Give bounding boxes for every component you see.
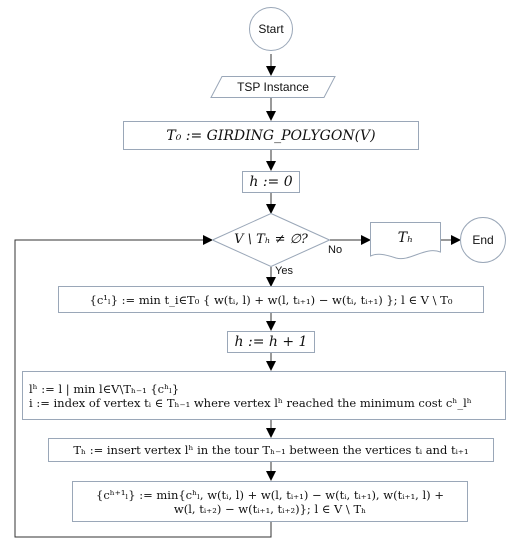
- select-line-2: i := index of vertex tᵢ ∈ Tₕ₋₁ where ver…: [29, 395, 472, 410]
- init-costs-label: {c¹ₗ} := min t_i∈T₀ { w(tᵢ, l) + w(l, tᵢ…: [89, 292, 453, 307]
- edge-label-yes: Yes: [275, 265, 293, 277]
- output-th-label: Tₕ: [397, 230, 414, 246]
- init-costs-node: {c¹ₗ} := min t_i∈T₀ { w(tᵢ, l) + w(l, tᵢ…: [58, 286, 484, 313]
- t0-init-node: T₀ := GIRDING_POLYGON(V): [123, 121, 419, 150]
- tsp-instance-label: TSP Instance: [237, 80, 309, 94]
- end-node: End: [460, 217, 506, 263]
- update-costs-node: {cʰ⁺¹ₗ} := min{cʰₗ, w(tᵢ, l) + w(l, tᵢ₊₁…: [72, 481, 468, 522]
- insert-vertex-label: Tₕ := insert vertex lʰ in the tour Tₕ₋₁ …: [73, 443, 469, 457]
- select-vertex-node: lʰ := l | min l∈V\Tₕ₋₁ {cʰₗ} i := index …: [22, 371, 506, 420]
- condition-label: V \ Tₕ ≠ ∅?: [234, 232, 308, 247]
- update-line-1: {cʰ⁺¹ₗ} := min{cʰₗ, w(tᵢ, l) + w(l, tᵢ₊₁…: [96, 487, 444, 502]
- start-node: Start: [249, 7, 293, 51]
- select-line-1: lʰ := l | min l∈V\Tₕ₋₁ {cʰₗ}: [29, 381, 180, 396]
- h-init-node: h := 0: [242, 171, 300, 193]
- h-increment-label: h := h + 1: [234, 334, 308, 350]
- update-line-2: w(l, tᵢ₊₂) − w(tᵢ₊₁, tᵢ₊₂)}; l ∈ V \ Tₕ: [173, 501, 367, 516]
- h-increment-node: h := h + 1: [227, 331, 315, 353]
- start-label: Start: [258, 22, 284, 36]
- h-init-label: h := 0: [249, 174, 293, 190]
- insert-vertex-node: Tₕ := insert vertex lʰ in the tour Tₕ₋₁ …: [48, 438, 494, 462]
- t0-init-label: T₀ := GIRDING_POLYGON(V): [166, 127, 376, 144]
- end-label: End: [472, 233, 494, 247]
- edge-label-no: No: [328, 244, 343, 256]
- tsp-instance-node: [210, 76, 336, 98]
- output-th-node: [370, 222, 441, 260]
- condition-node: [212, 213, 330, 267]
- edge-update-loop: [14, 235, 272, 538]
